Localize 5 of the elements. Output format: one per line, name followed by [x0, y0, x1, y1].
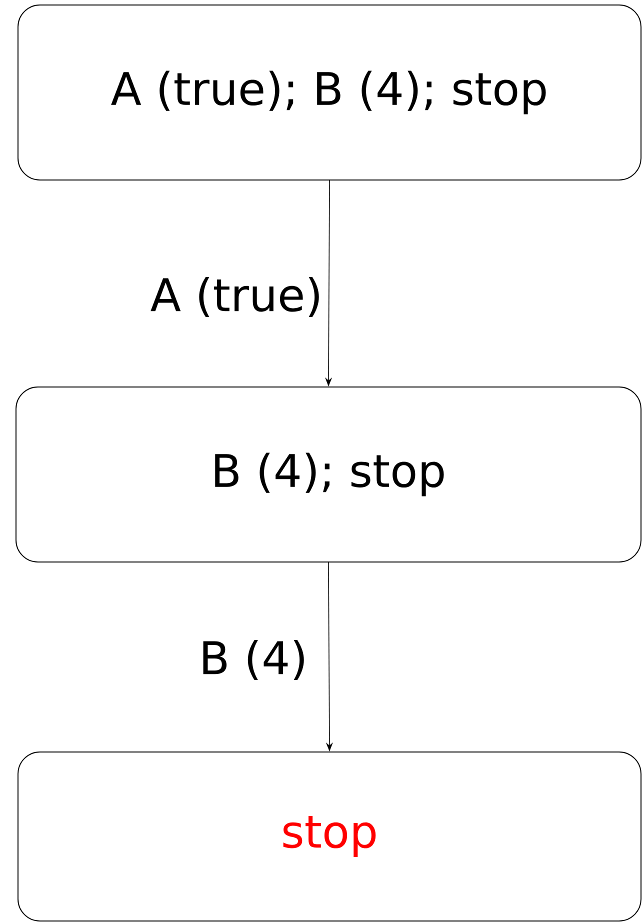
edge-label: A (true) [148, 274, 325, 320]
edge-label: B (4) [196, 638, 310, 682]
process-box: stop [18, 752, 642, 922]
process-box: A (true); B (4); stop [18, 4, 642, 180]
process-box: B (4); stop [16, 386, 642, 562]
